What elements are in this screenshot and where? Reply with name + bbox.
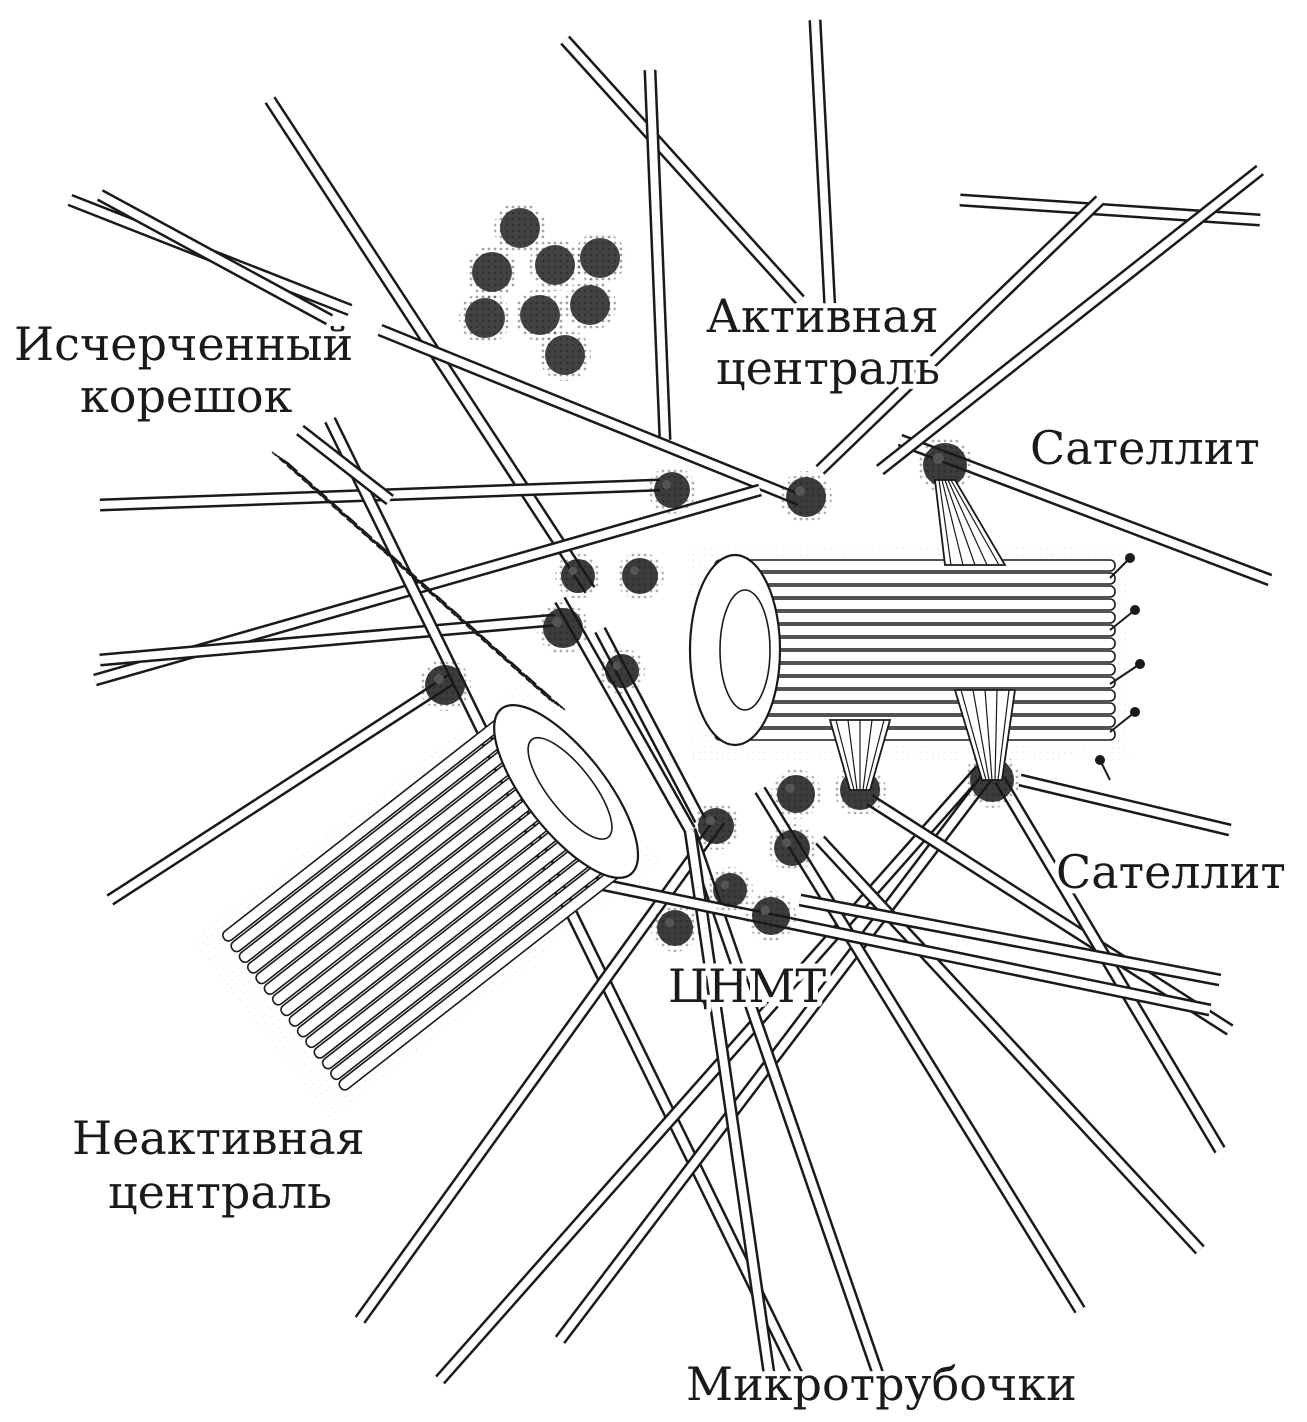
satellite xyxy=(561,559,595,593)
label-active-centriole-line2: централь xyxy=(716,341,940,395)
label-satellite-bottom: Сателлит xyxy=(1056,845,1286,899)
active-centriole-tubule xyxy=(715,560,1115,571)
granule xyxy=(580,238,620,278)
appendage-tip xyxy=(1130,605,1140,615)
microtubule-core xyxy=(870,800,1230,1030)
inactive-centriole xyxy=(188,676,668,1122)
active-centriole-tubule xyxy=(715,703,1115,714)
pericentriolar-granules xyxy=(459,202,626,381)
satellite xyxy=(425,665,465,705)
satellite-highlight xyxy=(721,881,730,890)
satellite xyxy=(777,775,815,813)
appendage-tip xyxy=(1095,755,1105,765)
satellite xyxy=(657,910,693,946)
granule xyxy=(520,295,560,335)
label-active-centriole-line1: Активная xyxy=(706,289,939,343)
satellite xyxy=(605,654,639,688)
satellite-highlight xyxy=(761,906,771,916)
satellite-highlight xyxy=(434,674,444,684)
satellite xyxy=(543,608,583,648)
satellite xyxy=(774,830,810,866)
labels: Исчерченный корешок Активная централь Са… xyxy=(14,289,1286,1411)
active-centriole xyxy=(690,545,1145,780)
microtubule-core xyxy=(100,195,330,320)
satellite xyxy=(786,477,826,517)
satellite-highlight xyxy=(552,617,562,627)
appendage-tip xyxy=(1125,553,1135,563)
satellite-highlight xyxy=(782,838,791,847)
active-centriole-tubule xyxy=(715,573,1115,584)
active-centriole-tubule xyxy=(715,586,1115,597)
appendage-tip xyxy=(1130,707,1140,717)
granule xyxy=(500,208,540,248)
satellite xyxy=(713,873,747,907)
granule xyxy=(545,335,585,375)
inactive-centriole-body xyxy=(188,676,668,1122)
satellite xyxy=(654,472,690,508)
label-inactive-centriole-line2: централь xyxy=(108,1165,332,1219)
granule xyxy=(570,285,610,325)
satellite-highlight xyxy=(613,662,622,671)
label-mtoc: ЦНМТ xyxy=(668,959,826,1013)
satellite xyxy=(622,558,658,594)
granule xyxy=(472,252,512,292)
label-satellite-top: Сателлит xyxy=(1030,421,1260,475)
microtubule-core xyxy=(1020,780,1230,830)
satellite xyxy=(752,897,790,935)
label-inactive-centriole-line1: Неактивная xyxy=(72,1111,365,1165)
satellite xyxy=(698,808,734,844)
label-striated-rootlet-line1: Исчерченный xyxy=(14,317,353,371)
satellite-highlight xyxy=(665,918,674,927)
label-microtubules: Микротрубочки xyxy=(686,1357,1077,1411)
satellite-highlight xyxy=(569,567,578,576)
label-striated-rootlet-line2: корешок xyxy=(80,369,293,423)
satellite-highlight xyxy=(786,784,796,794)
satellite-highlight xyxy=(630,566,639,575)
satellite-highlight xyxy=(933,453,944,464)
active-centriole-tubule xyxy=(715,716,1115,727)
satellite-highlight xyxy=(662,480,671,489)
satellite-highlight xyxy=(795,486,805,496)
appendage-tip xyxy=(1135,659,1145,669)
active-centriole-tubule xyxy=(715,729,1115,740)
granule xyxy=(465,298,505,338)
granule xyxy=(535,245,575,285)
satellite-highlight xyxy=(706,816,715,825)
active-centriole-lumen xyxy=(720,590,770,710)
